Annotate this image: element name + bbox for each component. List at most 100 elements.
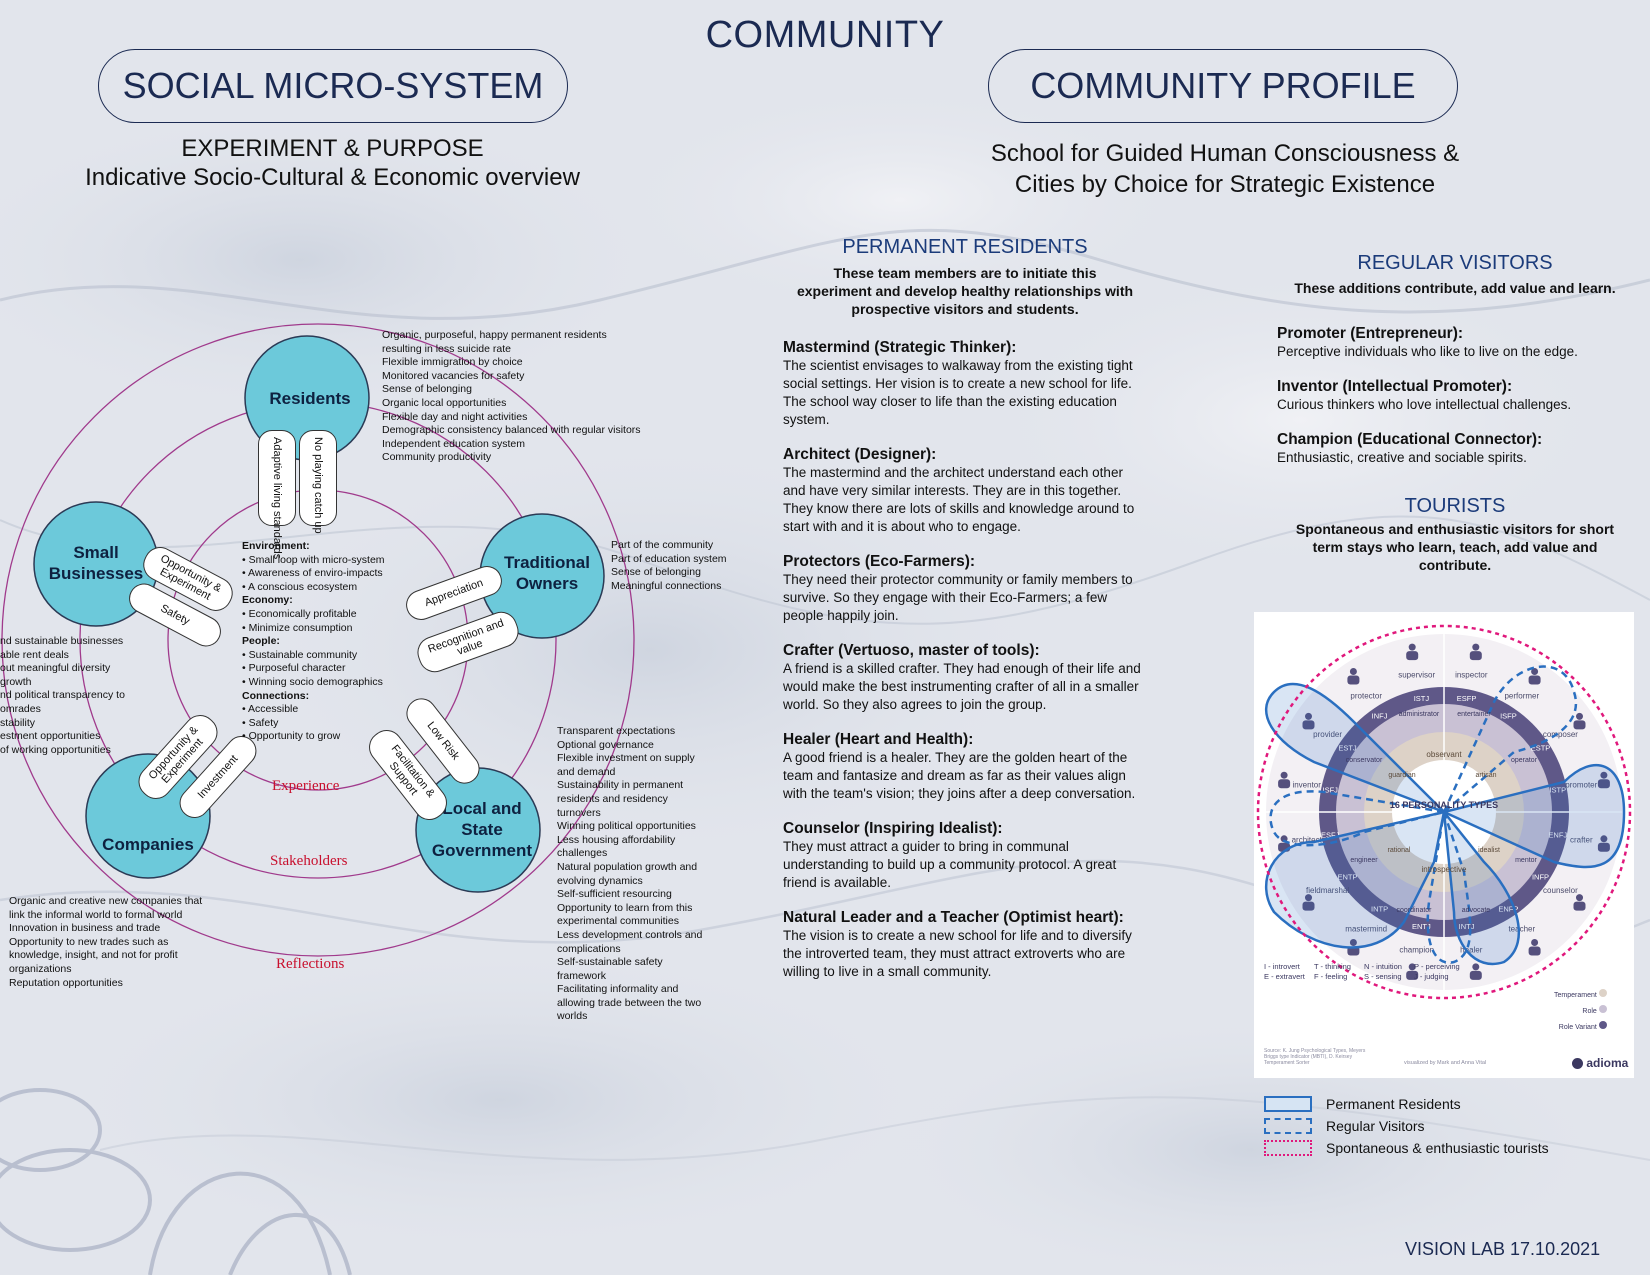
owners-notes: Part of the community Part of education … <box>611 539 727 592</box>
micro-system-rings <box>1 323 635 957</box>
role-protectors: Protectors (Eco-Farmers): They need thei… <box>783 553 1133 623</box>
protector-icon <box>1347 668 1360 685</box>
node-companies: Companies <box>102 835 194 854</box>
government-notes: Transparent expectations Optional govern… <box>557 725 703 1023</box>
legend-dashed-swatch <box>1264 1118 1312 1134</box>
left-subtitle-1: EXPERIMENT & PURPOSE <box>181 135 484 162</box>
permanent-residents-intro: These team members are to initiate this … <box>796 265 1134 317</box>
wheel-variant-coordinator: coordinator <box>1396 907 1432 914</box>
wheel-type-intp: INTP <box>1371 905 1388 914</box>
teacher-icon <box>1528 939 1541 956</box>
role-mastermind: Mastermind (Strategic Thinker): The scie… <box>783 339 1133 427</box>
role-architect: Architect (Designer): The mastermind and… <box>783 446 1135 534</box>
wheel-role-supervisor: supervisor <box>1398 671 1435 680</box>
visitor-outline-promoter <box>1442 665 1578 813</box>
provider-icon <box>1302 712 1315 730</box>
reflections-ring <box>1 323 635 957</box>
adioma-icon <box>1572 1058 1583 1070</box>
node-government: Local and State Government <box>431 799 533 860</box>
wheel-temperament-rational: rational <box>1388 847 1411 854</box>
wheel-variant-engineer: engineer <box>1350 857 1378 864</box>
inspector-icon <box>1469 643 1482 661</box>
wheel-type-esfp: ESFP <box>1457 694 1477 703</box>
wheel-temperament-guardian: guardian <box>1388 772 1415 779</box>
role-promoter: Promoter (Entrepreneur): Perceptive indi… <box>1277 325 1578 359</box>
wheel-role-composer: composer <box>1543 730 1578 739</box>
role-counselor: Counselor (Inspiring Idealist): They mus… <box>783 820 1117 890</box>
wheel-source: Source: K. Jung Psychological Types, Mey… <box>1264 1048 1366 1066</box>
wheel-variant-entertainer: entertainer <box>1457 711 1491 718</box>
wheel-temperament-idealist: idealist <box>1478 847 1500 854</box>
wheel-type-enfp: ENFP <box>1498 905 1518 914</box>
footer-vision-lab: VISION LAB 17.10.2021 <box>1405 1239 1601 1259</box>
wheel-role-teacher: teacher <box>1508 924 1535 933</box>
fieldmarshal-icon <box>1302 894 1315 911</box>
wheel-role-protector: protector <box>1350 692 1382 701</box>
role-natural-leader: Natural Leader and a Teacher (Optimist h… <box>783 909 1132 979</box>
legend-permanent-residents: Permanent Residents <box>1264 1096 1549 1112</box>
residents-notes: Organic, purposeful, happy permanent res… <box>382 329 641 464</box>
legend-solid-swatch <box>1264 1096 1312 1112</box>
permanent-outline-healer <box>1442 807 1521 966</box>
node-traditional-owners: Traditional Owners <box>504 553 590 593</box>
right-subtitle-2: Cities by Choice for Strategic Existence <box>1014 171 1436 198</box>
wheel-role-promoter: promoter <box>1565 781 1597 790</box>
right-subtitle: School for Guided Human Consciousness & … <box>930 138 1520 200</box>
tourists-heading: TOURISTS <box>1404 495 1506 517</box>
legend-dotted-swatch <box>1264 1140 1312 1156</box>
wheel-type-isfj: ISFJ <box>1322 785 1338 794</box>
node-small-businesses: Small Businesses <box>48 543 144 583</box>
wheel-key-tf: T - thinking F - feeling <box>1314 962 1351 981</box>
wheel-role-provider: provider <box>1313 730 1342 739</box>
wheel-inner-observant: observant <box>1426 750 1462 759</box>
regular-visitors-intro: These additions contribute, add value an… <box>1294 280 1616 296</box>
wheel-variant-operator: operator <box>1511 757 1538 764</box>
role-champion: Champion (Educational Connector): Enthus… <box>1277 431 1543 465</box>
wheel-key-pj: P - perceiving J - judging <box>1414 962 1460 981</box>
wheel-scale: Temperament Role Role Variant <box>1554 988 1607 1036</box>
tourists-outline <box>1256 624 1632 1000</box>
wheel-type-istj: ISTJ <box>1414 694 1430 703</box>
wheel-type-infj: INFJ <box>1372 712 1388 721</box>
node-residents: Residents <box>269 389 351 408</box>
community-profile-pill: COMMUNITY PROFILE <box>988 49 1458 123</box>
healer-icon <box>1469 963 1482 980</box>
page-title: COMMUNITY <box>705 14 945 56</box>
tourists-intro: Spontaneous and enthusiastic visitors fo… <box>1295 521 1615 573</box>
wheel-variant-advocate: advocate <box>1462 907 1491 914</box>
wheel-key-ie: I - introvert E - extravert <box>1264 962 1305 981</box>
role-crafter: Crafter (Vertuoso, master of tools): A f… <box>783 642 1141 712</box>
wheel-type-intj: INTJ <box>1459 922 1475 931</box>
wheel-inner-introspective: introspective <box>1422 865 1467 874</box>
wheel-type-entp: ENTP <box>1337 872 1357 881</box>
visitor-roles-list: Promoter (Entrepreneur): Perceptive indi… <box>1277 325 1647 484</box>
wheel-role-mastermind: mastermind <box>1345 924 1387 933</box>
mastermind-icon <box>1347 939 1360 956</box>
inventor-icon <box>1278 771 1291 789</box>
ring-label-reflections: Reflections <box>276 956 345 972</box>
counselor-icon <box>1573 894 1586 911</box>
ring-label-stakeholders: Stakeholders <box>270 853 348 869</box>
performer-icon <box>1528 668 1541 685</box>
wheel-type-enfj: ENFJ <box>1548 831 1567 840</box>
permanent-residents-heading: PERMANENT RESIDENTS <box>842 236 1088 258</box>
regular-visitors-heading: REGULAR VISITORS <box>1357 252 1553 274</box>
wheel-center-title: 16 PERSONALITY TYPES <box>1390 800 1498 810</box>
wheel-role-healer: healer <box>1460 945 1483 954</box>
permanent-outline-protector <box>1264 682 1445 814</box>
legend-tourists: Spontaneous & enthusiastic tourists <box>1264 1140 1549 1156</box>
wheel-type-estj: ESTJ <box>1338 744 1357 753</box>
wheel-role-champion: champion <box>1399 945 1434 954</box>
wheel-credit: visualized by Mark and Anna Vital <box>1404 1060 1487 1066</box>
wheel-role-architect: architect <box>1292 835 1323 844</box>
left-subtitle: EXPERIMENT & PURPOSE Indicative Socio-Cu… <box>40 134 625 192</box>
left-subtitle-2: Indicative Socio-Cultural & Economic ove… <box>85 164 580 191</box>
wheel-type-istp: ISTP <box>1549 785 1566 794</box>
wheel-role-crafter: crafter <box>1570 835 1593 844</box>
wheel-legend: Permanent Residents Regular Visitors Spo… <box>1264 1096 1549 1162</box>
wheel-temperament-artisan: artisan <box>1475 772 1496 779</box>
wheel-key-ns: N - intuition S - sensing <box>1364 962 1402 981</box>
wheel-type-estp: ESTP <box>1531 744 1551 753</box>
